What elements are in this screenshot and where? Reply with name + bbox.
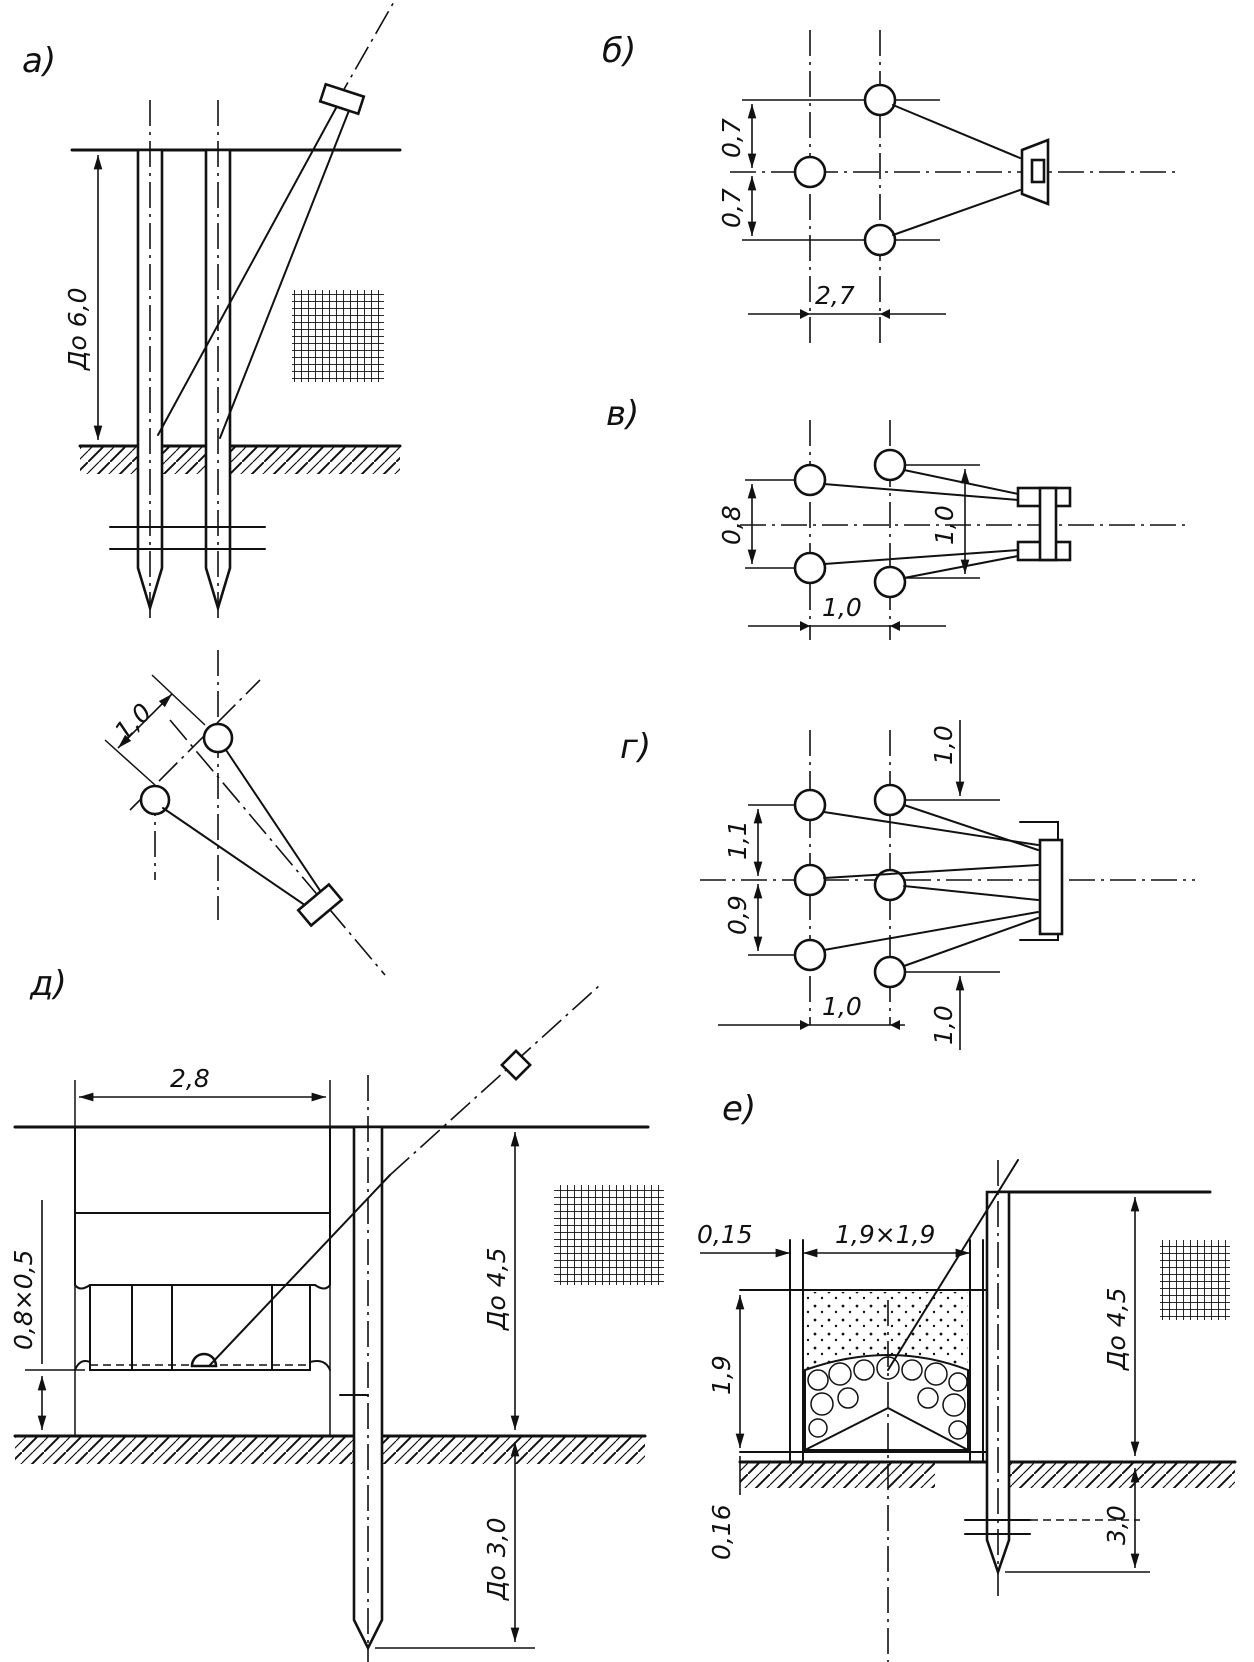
panel-b: б) 0,7 0,7 2,7 — [602, 30, 1175, 345]
ground-hatch — [80, 446, 400, 474]
dim-left-bottom-text: 0,9 — [723, 895, 752, 935]
dim-above-text: До 4,5 — [482, 1247, 511, 1331]
pile-plan — [873, 565, 907, 599]
pile-plan — [793, 155, 827, 189]
panel-v: в) 0,8 1,0 1,0 — [606, 394, 1190, 640]
tie-rod-plan — [162, 807, 313, 911]
dim-right-bottom-text: 1,0 — [929, 1005, 958, 1045]
soil-grid-symbol — [1160, 1240, 1230, 1320]
block-ears — [74, 1360, 331, 1371]
anchor-plate — [1038, 838, 1064, 936]
rod-axis — [334, 0, 396, 106]
pile-plan — [139, 784, 171, 816]
tie-rod-plan — [903, 555, 1019, 579]
tie-rod-plan — [903, 469, 1019, 495]
tie-rod — [887, 1159, 1019, 1371]
tie-rod-plan — [823, 811, 1039, 846]
dim-right-top-text: 1,0 — [929, 725, 958, 765]
pile-plan — [793, 938, 827, 972]
tie-rod-plan — [225, 749, 326, 899]
pile-plan — [863, 83, 897, 117]
panel-g: г) 1,1 0,9 1,0 1,0 1,0 — [620, 720, 1195, 1050]
dim-below-text: 3,0 — [1102, 1505, 1131, 1545]
tie-rod — [209, 1174, 391, 1366]
pile-plan — [793, 463, 827, 497]
tie-rod-plan — [823, 911, 1039, 951]
panel-a-label: а) — [22, 41, 56, 81]
tie-rod — [219, 107, 351, 439]
pile-plan — [873, 448, 907, 482]
ground-hatch — [15, 1436, 645, 1464]
tie-rod-plan — [823, 864, 1039, 879]
panel-v-label: в) — [606, 394, 639, 434]
dim-base-text: 0,16 — [707, 1504, 736, 1560]
extension-line — [151, 674, 206, 726]
pile-plan — [202, 722, 234, 754]
dim-spacing-text: 1,0 — [109, 698, 158, 747]
panel-g-label: г) — [620, 727, 651, 767]
dim-left-top-text: 1,1 — [723, 820, 752, 860]
pile-plan — [793, 788, 827, 822]
pile-plan — [873, 783, 907, 817]
dim-block-text: 0,8×0,5 — [9, 1250, 38, 1350]
dim-height-text: 1,9 — [707, 1355, 736, 1395]
pile-plan — [873, 868, 907, 902]
panel-e: е) — [697, 1089, 1237, 1662]
tie-rod-plan — [903, 804, 1039, 851]
anchor-plan — [296, 882, 344, 928]
pile-plan — [863, 223, 897, 257]
soil-grid-symbol — [554, 1185, 664, 1285]
panel-d: д) 2,8 0,8×0,5 До 4,5 До — [9, 964, 664, 1662]
block-outline — [74, 1127, 331, 1290]
tie-rod-plan — [903, 885, 1039, 901]
plan-axis — [129, 679, 261, 811]
dim-width-text: 2,8 — [170, 1064, 210, 1093]
anchor-head — [318, 82, 366, 116]
block-body — [89, 1284, 311, 1371]
dim-box-text: 1,9×1,9 — [835, 1220, 935, 1249]
anchor-eye — [190, 1352, 218, 1368]
plan-axis — [169, 719, 386, 976]
pile-plan — [793, 863, 827, 897]
ground-hatch — [1010, 1462, 1235, 1488]
soil-grid-symbol — [292, 290, 384, 382]
rod-axis — [389, 984, 601, 1176]
pile-plan — [873, 955, 907, 989]
dim-width-text: 1,0 — [822, 992, 862, 1021]
tie-rod-plan — [892, 104, 1021, 159]
dim-width-text: 1,0 — [822, 593, 862, 622]
tie-rod-plan — [823, 483, 1019, 501]
dim-wall-text: 0,15 — [697, 1220, 753, 1249]
dim-height-text: До 6,0 — [63, 287, 92, 371]
tie-rod-plan — [892, 189, 1021, 236]
extension-line — [104, 739, 156, 786]
tie-rod-plan — [823, 549, 1019, 565]
dim-left-text: 0,8 — [717, 505, 746, 545]
tie-rod — [157, 107, 337, 436]
stone-fill — [804, 1354, 969, 1451]
anchor-plate — [1030, 158, 1046, 184]
box-walls — [789, 1239, 984, 1463]
panel-b-label: б) — [602, 31, 636, 71]
panel-d-label: д) — [29, 964, 67, 1004]
ground-hatch — [740, 1462, 935, 1488]
dim-bottom-text: 0,7 — [717, 188, 746, 228]
tie-rod-plan — [903, 917, 1039, 967]
anchor-plate — [1038, 486, 1058, 562]
dim-above-text: До 4,5 — [1102, 1287, 1131, 1371]
panel-e-label: е) — [722, 1089, 756, 1129]
dim-top-text: 0,7 — [717, 118, 746, 158]
panel-a: а) До 6,0 1,0 — [22, 0, 402, 976]
dim-line — [117, 693, 173, 749]
dim-right-text: 1,0 — [930, 505, 959, 545]
dim-below-text: До 3,0 — [482, 1517, 511, 1601]
dim-width-text: 2,7 — [815, 281, 855, 310]
pile-plan — [793, 551, 827, 585]
anchor-head — [500, 1049, 532, 1081]
